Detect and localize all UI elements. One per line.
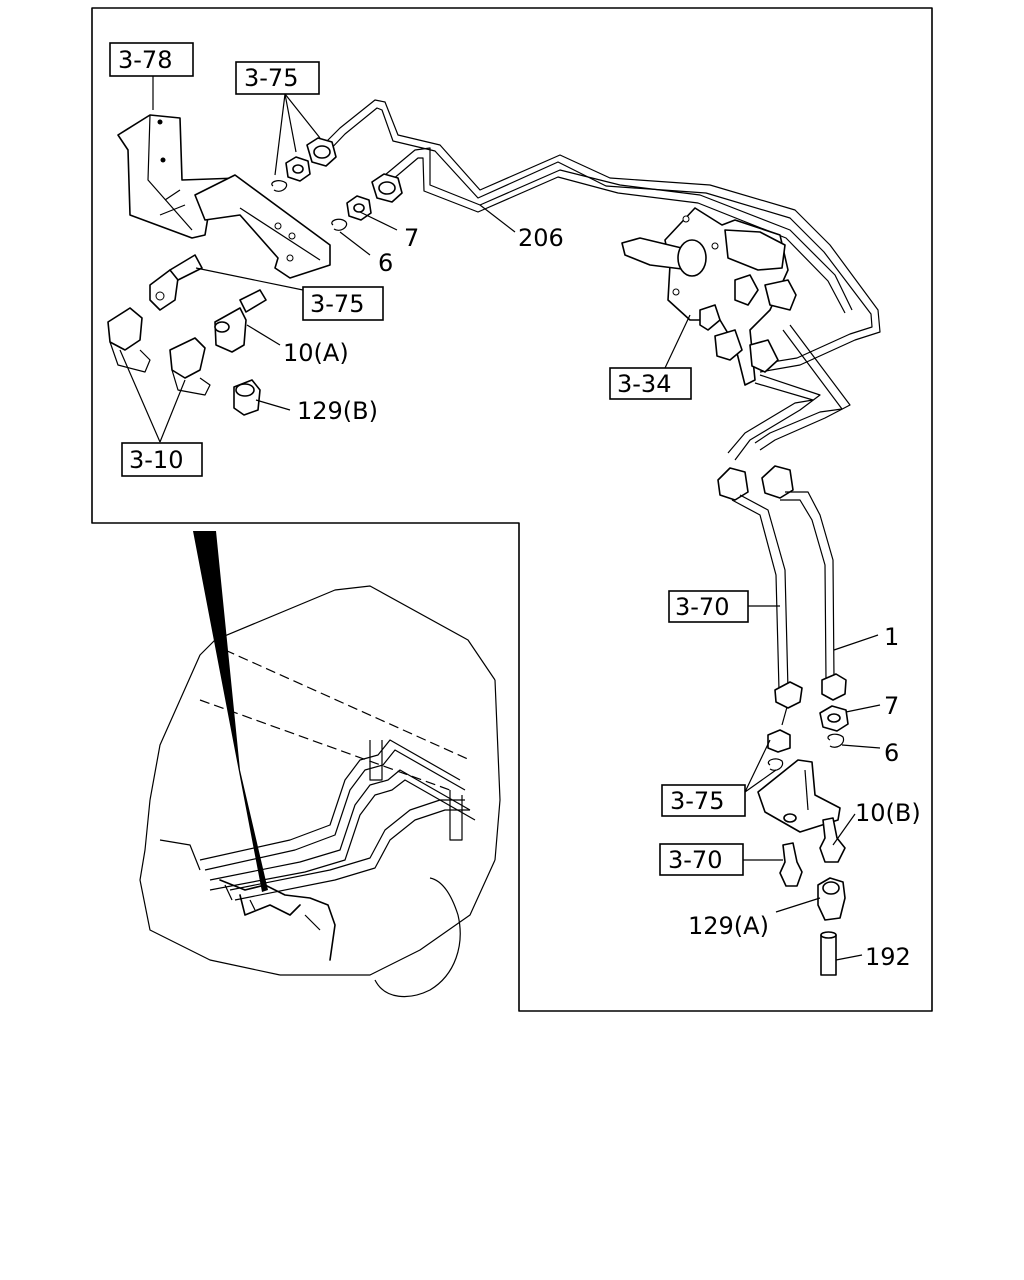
callout-3-34: 3-34 bbox=[617, 370, 671, 398]
callout-3-70-lower: 3-70 bbox=[668, 846, 722, 874]
fuel-pipe-206 bbox=[317, 99, 881, 373]
injection-pump bbox=[621, 207, 797, 386]
label-6-top: 6 bbox=[378, 249, 393, 277]
label-7-top: 7 bbox=[404, 224, 419, 252]
zoom-leader-wedge bbox=[193, 531, 268, 892]
fuel-pipe-3-70-and-1 bbox=[717, 324, 851, 709]
fittings-left bbox=[107, 254, 267, 416]
label-10b: 10(B) bbox=[855, 799, 921, 827]
leader-lines bbox=[119, 76, 881, 961]
callout-3-70-upper: 3-70 bbox=[675, 593, 729, 621]
label-192: 192 bbox=[865, 943, 911, 971]
label-7-low: 7 bbox=[884, 692, 899, 720]
bracket bbox=[117, 114, 331, 279]
label-1: 1 bbox=[884, 623, 899, 651]
label-10a: 10(A) bbox=[283, 339, 349, 367]
callout-3-75-top: 3-75 bbox=[244, 64, 298, 92]
callout-3-75-lower: 3-75 bbox=[670, 787, 724, 815]
label-129a: 129(A) bbox=[688, 912, 769, 940]
callout-3-75-mid: 3-75 bbox=[310, 290, 364, 318]
callout-3-10: 3-10 bbox=[129, 446, 183, 474]
fittings-lower bbox=[757, 705, 849, 976]
label-129b: 129(B) bbox=[297, 397, 378, 425]
truck-cab-illustration bbox=[139, 531, 501, 998]
callout-3-78: 3-78 bbox=[118, 46, 172, 74]
detail-frame bbox=[91, 7, 933, 1012]
label-6-low: 6 bbox=[884, 739, 899, 767]
label-206: 206 bbox=[518, 224, 564, 252]
nuts-washers-top bbox=[271, 137, 403, 231]
